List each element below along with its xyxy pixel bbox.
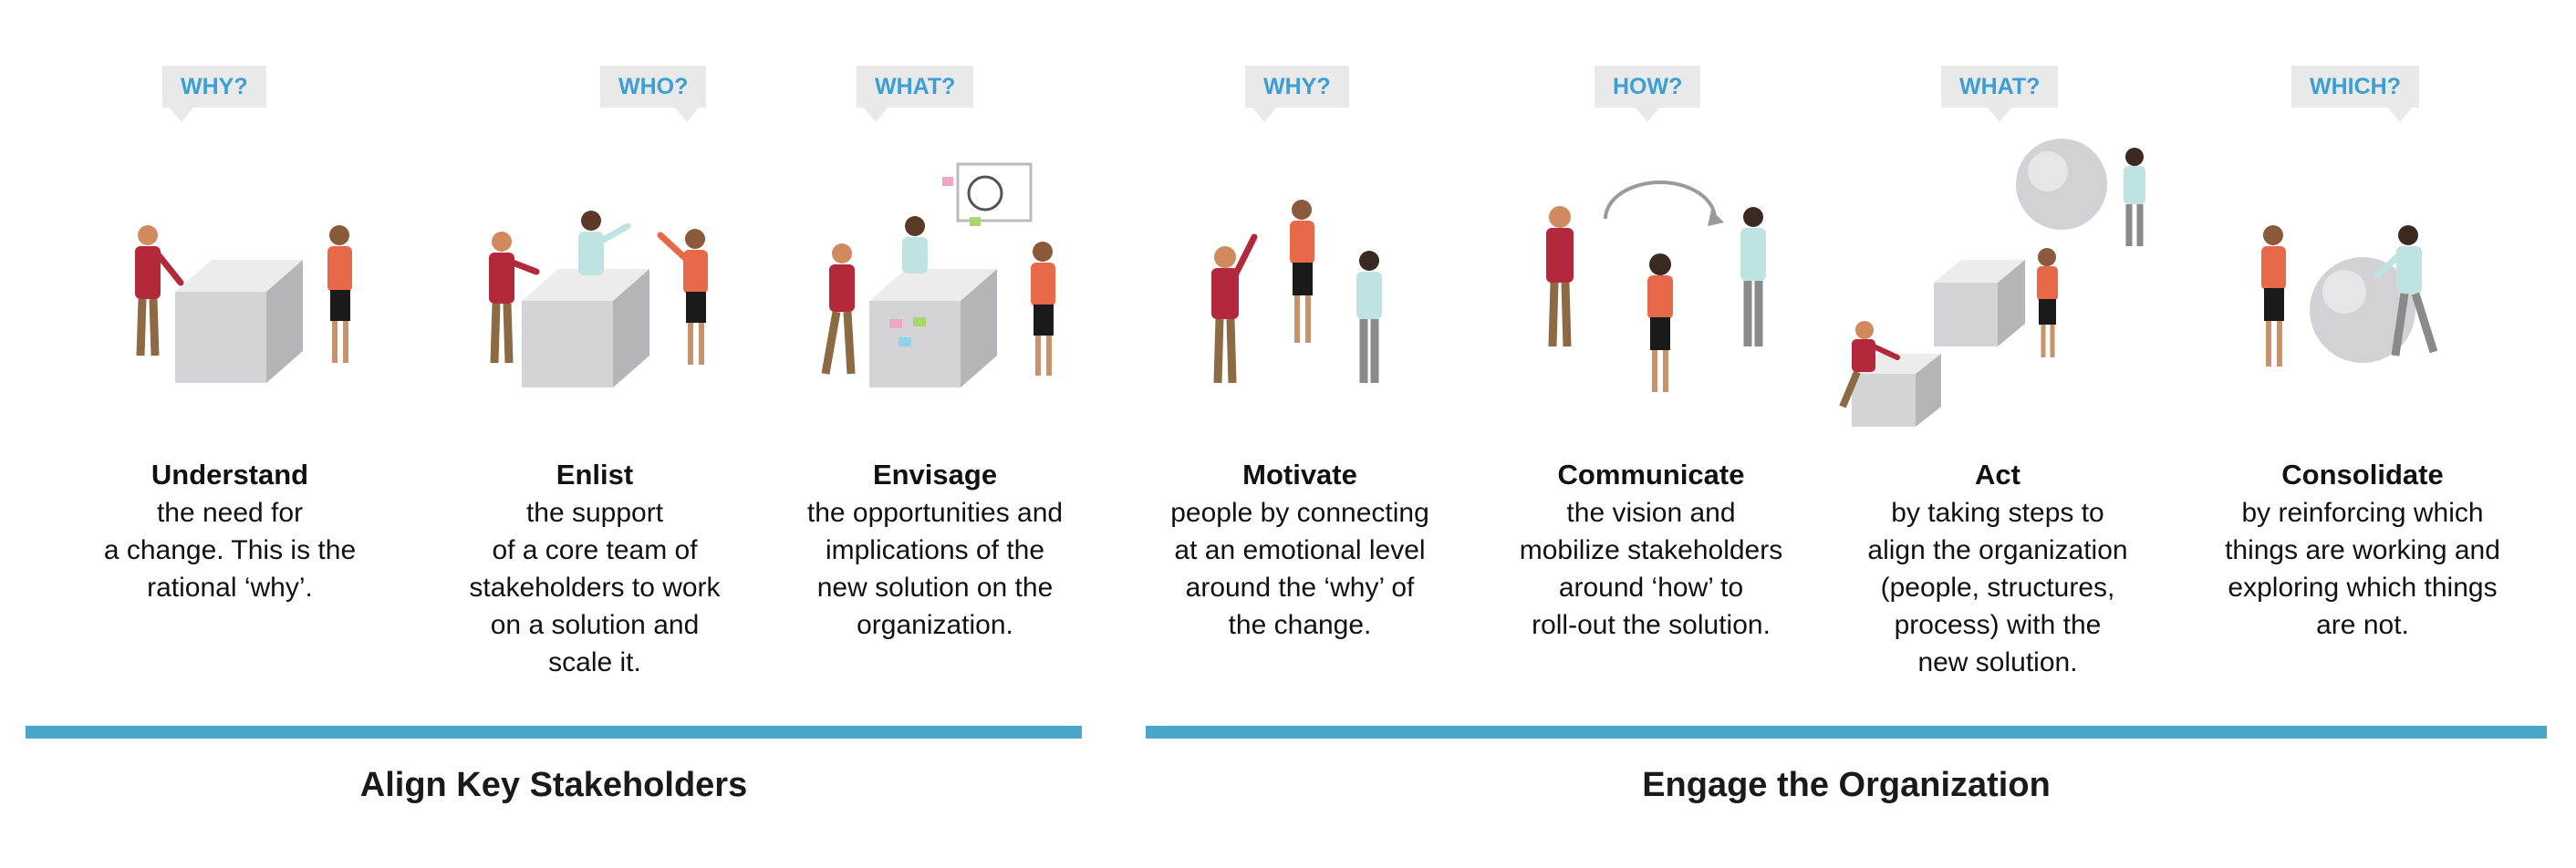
person-coral-jacket-icon — [1290, 200, 1314, 343]
step-caption: Understand the need for a change. This i… — [57, 456, 403, 606]
speech-bubble-what: WHAT? — [1941, 66, 2059, 122]
person-red-sweater-icon — [1546, 206, 1574, 347]
person-red-sweater-icon — [135, 225, 184, 356]
step-title: Communicate — [1557, 459, 1745, 491]
step-description: the vision and mobilize stakeholders aro… — [1519, 498, 1783, 640]
step-caption: Act by taking steps to align the organiz… — [1824, 456, 2171, 681]
person-coral-jacket-icon — [2261, 225, 2286, 367]
speech-bubble-how: HOW? — [1594, 66, 1701, 122]
person-teal-shirt-icon — [902, 216, 928, 274]
step-title: Act — [1975, 459, 2020, 491]
illustration-three-people-talking — [1211, 200, 1382, 384]
step-caption: Envisage the opportunities and implicati… — [762, 456, 1108, 644]
circular-arrow-icon — [1604, 181, 1724, 226]
step-title: Enlist — [556, 459, 634, 491]
step-description: people by connecting at an emotional lev… — [1170, 498, 1429, 640]
step-title: Envisage — [872, 459, 998, 491]
person-teal-shirt-icon — [1740, 207, 1766, 346]
person-red-sweater-icon — [1211, 233, 1258, 384]
step-description: the support of a core team of stakeholde… — [469, 498, 721, 677]
cube-icon — [869, 269, 997, 388]
sphere-icon — [2016, 139, 2107, 230]
speech-bubble-what: WHAT? — [857, 66, 974, 122]
step-description: the need for a change. This is the ratio… — [103, 498, 357, 603]
step-description: by reinforcing which things are working … — [2225, 498, 2500, 640]
person-coral-jacket-icon — [657, 229, 708, 365]
person-red-sweater-icon — [489, 232, 540, 364]
illustration-two-people-cube — [135, 225, 352, 383]
speech-bubble-why: WHY? — [1245, 66, 1349, 122]
illustration-three-people-cube — [489, 211, 708, 388]
phase-label-engage: Engage the Organization — [1642, 766, 2051, 804]
person-red-sweater-icon — [821, 243, 856, 375]
person-coral-jacket-icon — [2037, 248, 2058, 357]
cube-icon — [522, 269, 649, 388]
person-teal-shirt-icon — [2373, 225, 2438, 356]
cube-icon — [175, 260, 303, 383]
whiteboard-icon — [942, 162, 1033, 226]
speech-bubble-who: WHO? — [600, 66, 707, 122]
phase-bar-engage — [1146, 726, 2547, 739]
step-caption: Communicate the vision and mobilize stak… — [1478, 456, 1824, 644]
illustration-cube-to-sphere — [1839, 139, 2145, 427]
phase-label-align: Align Key Stakeholders — [359, 766, 748, 804]
illustration-exchange-cycle — [1546, 181, 1766, 392]
step-description: by taking steps to align the organizatio… — [1867, 498, 2128, 677]
person-coral-jacket-icon — [1031, 242, 1055, 376]
person-coral-jacket-icon — [1647, 253, 1673, 392]
person-coral-jacket-icon — [327, 225, 352, 363]
step-caption: Enlist the support of a core team of sta… — [421, 456, 768, 681]
speech-bubble-which: WHICH? — [2291, 66, 2419, 122]
person-teal-shirt-icon — [1356, 251, 1382, 383]
step-title: Consolidate — [2281, 459, 2444, 491]
step-title: Motivate — [1242, 459, 1357, 491]
step-caption: Consolidate by reinforcing which things … — [2189, 456, 2536, 644]
person-red-sweater-icon — [1839, 321, 1900, 408]
speech-bubble-why: WHY? — [162, 66, 266, 122]
illustration-rolling-sphere — [2261, 225, 2438, 367]
step-title: Understand — [151, 459, 309, 491]
person-teal-shirt-icon — [578, 211, 631, 275]
illustration-planning-board — [821, 162, 1055, 388]
step-caption: Motivate people by connecting at an emot… — [1127, 456, 1473, 644]
sphere-icon — [2310, 257, 2415, 363]
phase-bar-align — [26, 726, 1082, 739]
cube-icon — [1934, 260, 2025, 346]
step-description: the opportunities and implications of th… — [806, 498, 1064, 640]
person-teal-shirt-icon — [2124, 148, 2145, 246]
